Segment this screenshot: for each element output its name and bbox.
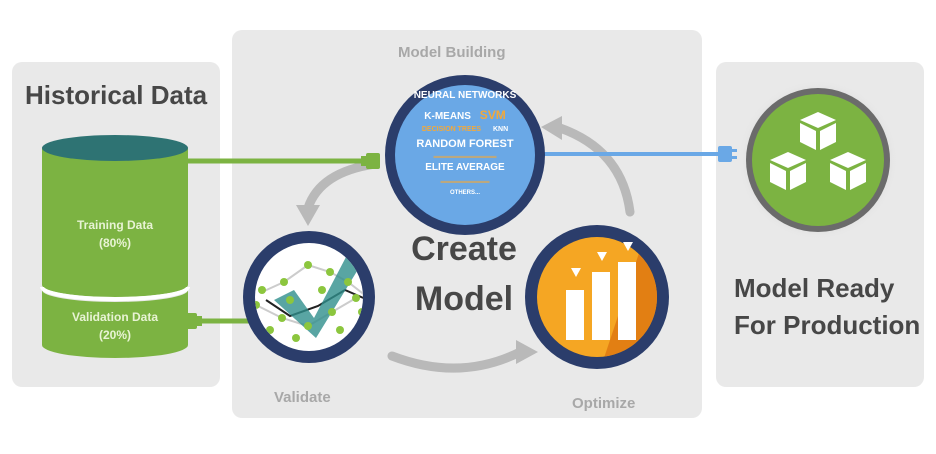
algo-neural-networks: NEURAL NETWORKS xyxy=(413,90,517,101)
production-circle xyxy=(738,80,898,240)
word-cloud-icon: NEURAL NETWORKS K-MEANS SVM DECISION TRE… xyxy=(390,86,540,226)
algo-k-means: K-MEANS xyxy=(424,111,471,122)
arrow-to-validate xyxy=(303,159,380,213)
production-line2: For Production xyxy=(734,310,921,340)
optimize-label: Optimize xyxy=(572,395,636,412)
algo-others: OTHERS... xyxy=(449,190,480,196)
historical-data-title: Historical Data xyxy=(25,80,208,110)
validate-label: Validate xyxy=(274,389,331,406)
training-segment xyxy=(42,148,188,297)
validation-connector xyxy=(183,313,250,329)
checkmark-scatter-icon xyxy=(255,243,363,342)
filler-orange-1: ▬▬▬▬▬▬▬▬▬ xyxy=(433,153,497,160)
algo-decision-trees: DECISION TREES xyxy=(421,126,481,133)
algo-random-forest: RANDOM FOREST xyxy=(416,138,514,150)
algo-svm: SVM xyxy=(479,108,506,122)
training-data-pct: (80%) xyxy=(98,236,131,250)
validation-segment xyxy=(42,290,188,358)
validation-data-pct: (20%) xyxy=(98,328,131,342)
cylinder-top xyxy=(42,135,188,161)
create-label: Create xyxy=(411,230,517,268)
filler-orange-2: ▬▬▬▬▬▬▬ xyxy=(440,178,490,185)
optimize-circle xyxy=(525,225,669,369)
model-building-title: Model Building xyxy=(398,44,506,61)
arrowhead-validate xyxy=(296,205,320,226)
algo-knn: KNN xyxy=(492,126,509,133)
arrowhead-building xyxy=(541,116,562,140)
production-connector xyxy=(540,146,737,162)
plug-icon xyxy=(718,146,732,162)
training-data-label: Training Data xyxy=(76,218,153,232)
validation-data-label: Validation Data xyxy=(71,310,159,324)
data-cylinder xyxy=(40,135,190,358)
stacked-cubes-icon xyxy=(770,112,866,190)
plug-icon xyxy=(366,153,380,169)
algo-elite-average: ELITE AVERAGE xyxy=(425,162,505,173)
arrow-to-optimize xyxy=(387,347,525,373)
training-connector xyxy=(187,153,380,169)
arrow-to-building xyxy=(555,123,635,217)
algorithms-circle xyxy=(385,75,545,235)
bar-chart-icon xyxy=(566,242,636,340)
production-line1: Model Ready xyxy=(734,273,895,303)
model-label: Model xyxy=(414,280,514,318)
validate-circle xyxy=(243,231,375,363)
arrowhead-optimize xyxy=(516,340,538,364)
